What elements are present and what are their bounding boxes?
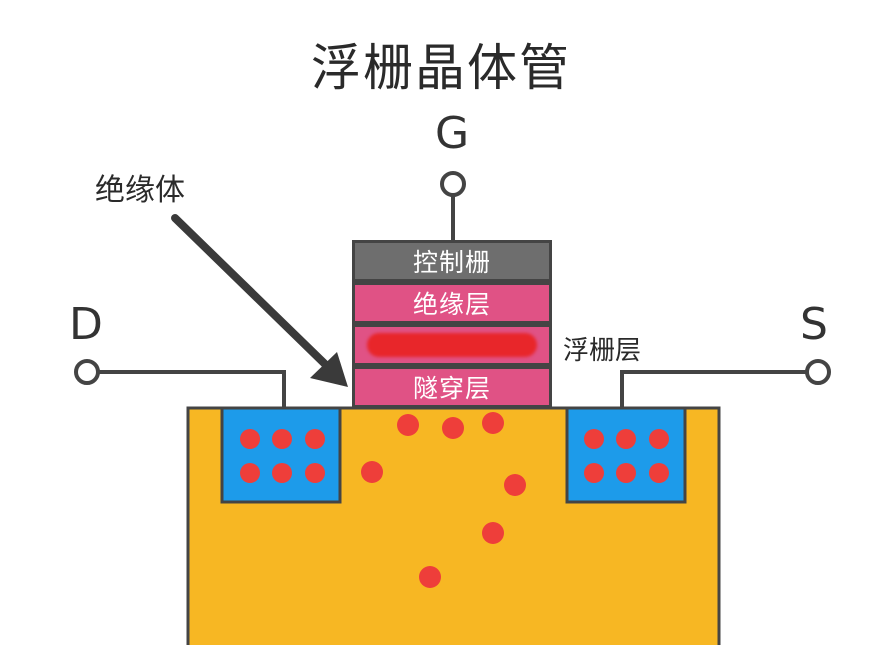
floating-gate-layer	[352, 324, 552, 366]
channel-electrons	[361, 412, 526, 588]
source-wire	[620, 370, 806, 408]
insulating-layer: 绝缘层	[352, 282, 552, 324]
electron	[240, 463, 260, 483]
electron	[504, 474, 526, 496]
source-electrons	[584, 429, 669, 483]
source-terminal	[805, 359, 831, 385]
insulator-arrow-head	[310, 352, 348, 387]
electron	[305, 429, 325, 449]
drain-terminal	[74, 359, 100, 385]
electron	[240, 429, 260, 449]
insulator-label: 绝缘体	[95, 173, 185, 208]
tunnel-layer-label: 隧穿层	[412, 374, 491, 403]
floating-gate-layer-label: 浮栅层	[563, 336, 642, 366]
electron	[305, 463, 325, 483]
gate-terminal	[440, 171, 466, 197]
tunnel-layer: 隧穿层	[352, 366, 552, 408]
electron	[649, 429, 669, 449]
insulating-layer-label: 绝缘层	[412, 290, 491, 319]
drain-wire	[99, 370, 286, 408]
electron	[482, 522, 504, 544]
electron	[616, 429, 636, 449]
control-gate-layer: 控制栅	[352, 240, 552, 282]
electron	[616, 463, 636, 483]
electron	[272, 463, 292, 483]
electron	[419, 566, 441, 588]
redacted-scribble	[367, 333, 537, 357]
electron	[442, 417, 464, 439]
electron	[361, 461, 383, 483]
electron	[272, 429, 292, 449]
drain-electrons	[240, 429, 325, 483]
electron	[482, 412, 504, 434]
drain-region	[220, 406, 342, 504]
electron	[584, 463, 604, 483]
gate-label: G	[435, 108, 470, 159]
control-gate-label: 控制栅	[412, 248, 491, 277]
source-region	[565, 406, 687, 504]
drain-label: D	[69, 299, 103, 350]
electron	[649, 463, 669, 483]
page-title: 浮栅晶体管	[311, 39, 571, 97]
insulator-arrow-shaft	[171, 214, 331, 370]
source-label: S	[800, 299, 828, 350]
electron	[584, 429, 604, 449]
electron	[397, 414, 419, 436]
